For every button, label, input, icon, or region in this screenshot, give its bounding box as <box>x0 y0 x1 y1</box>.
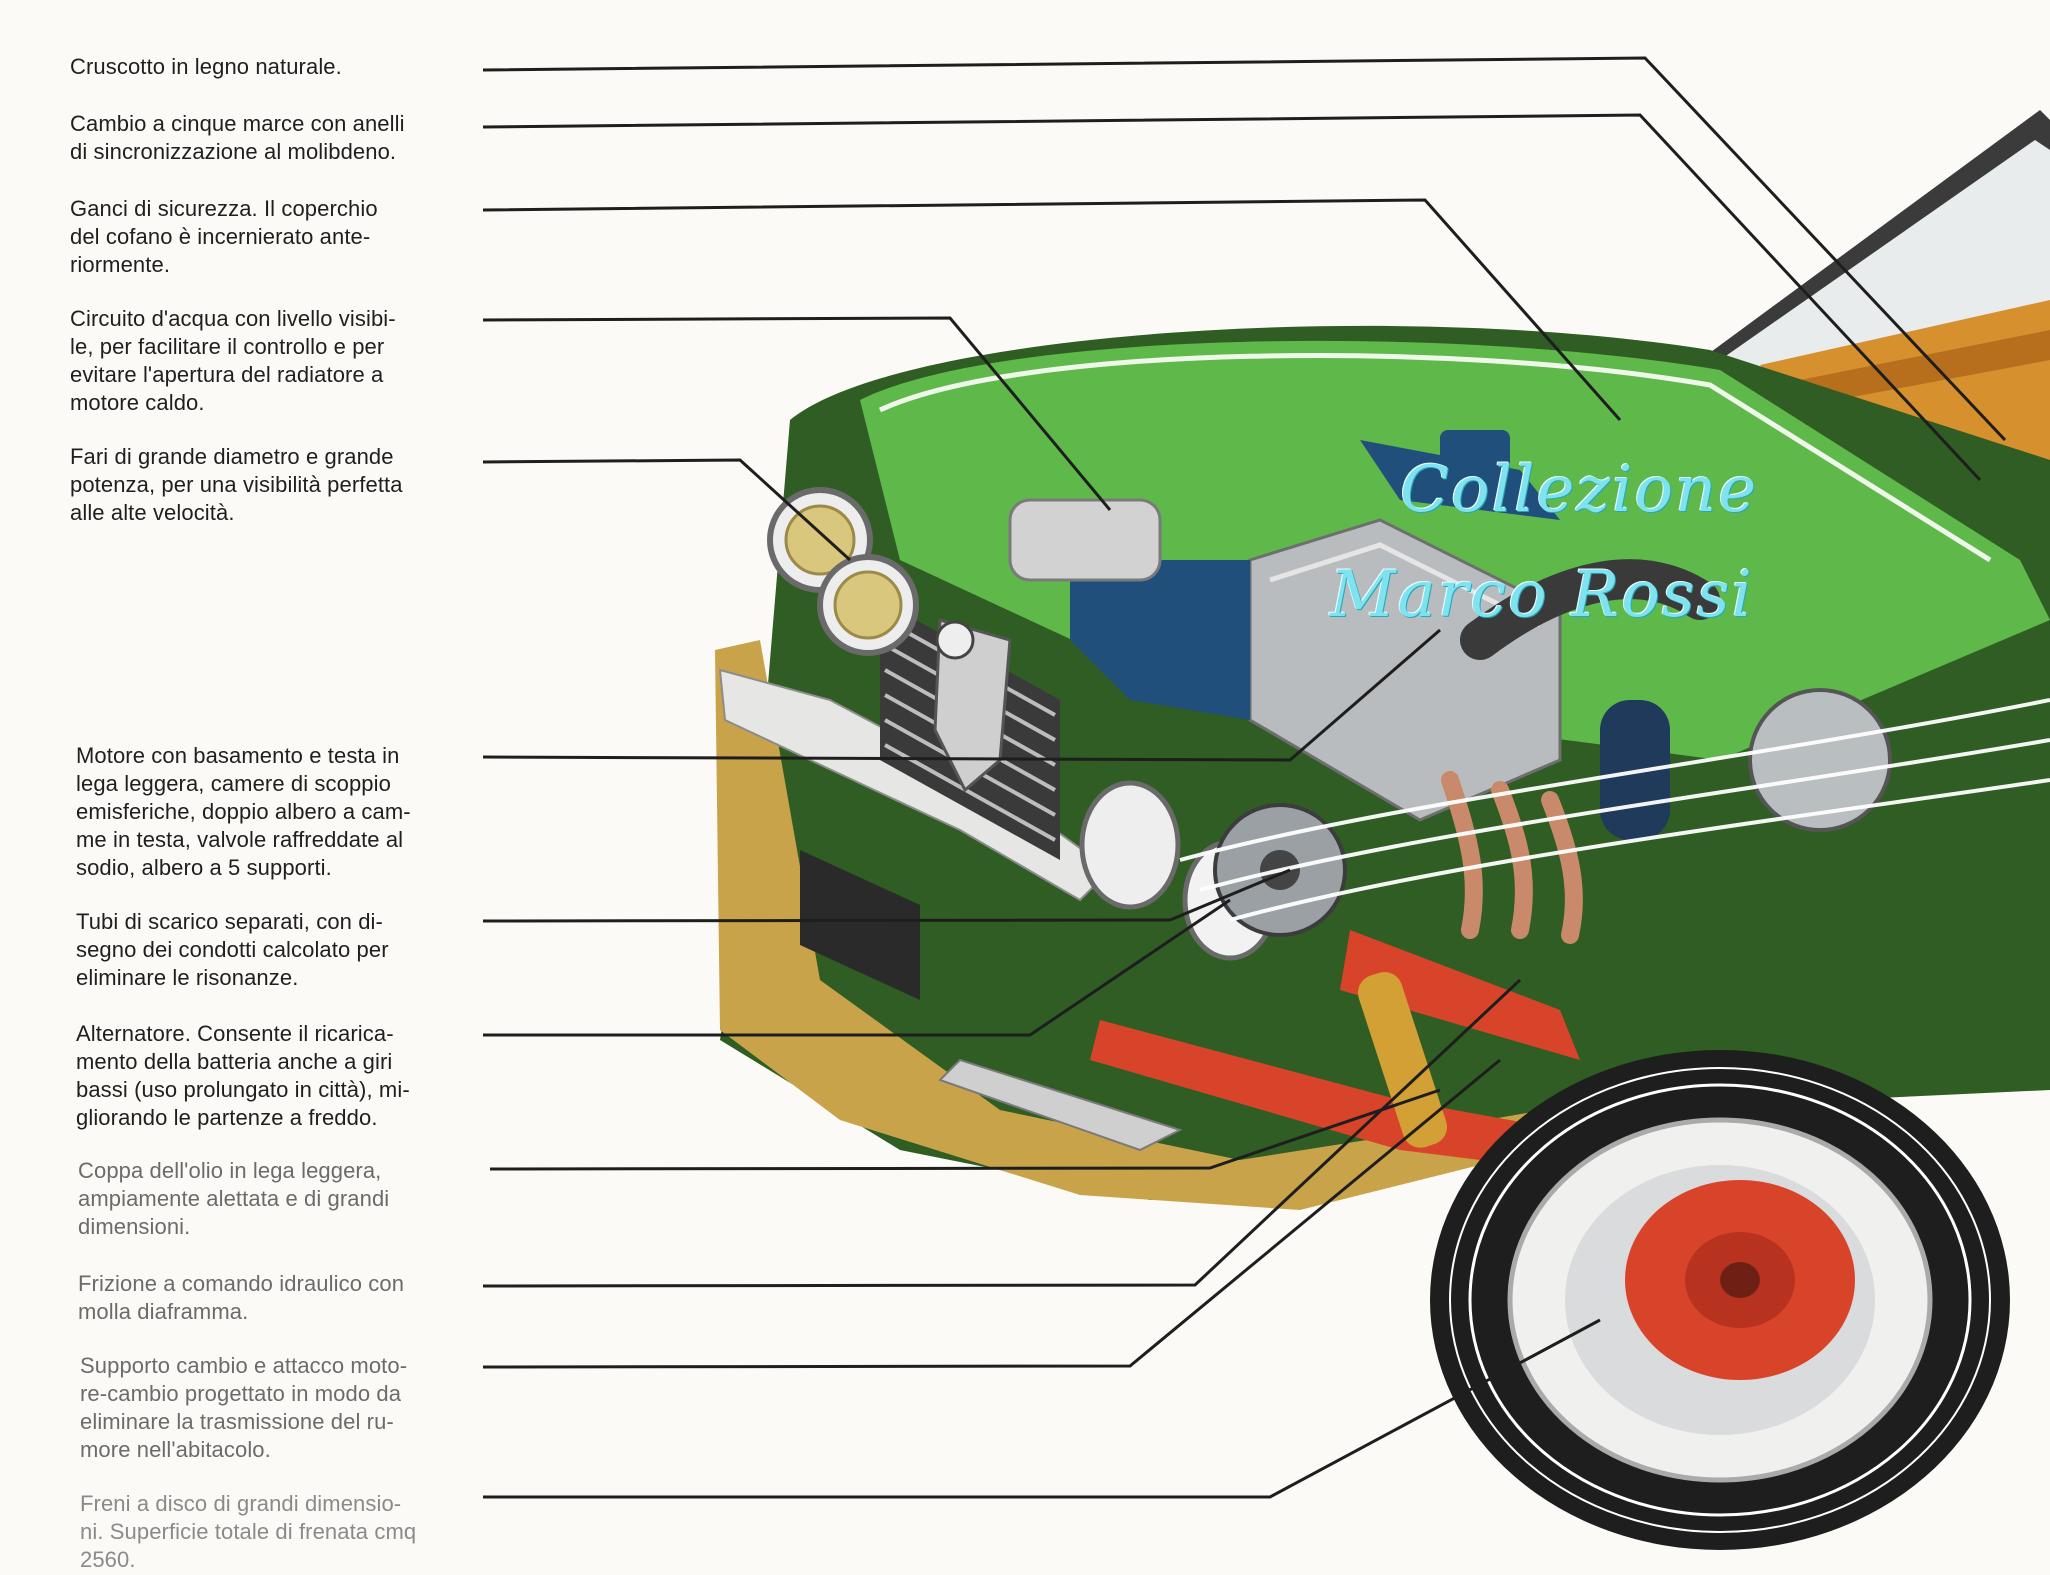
shield-grille <box>933 618 1012 793</box>
caption-disc-brakes: Freni a disco di grandi dimensio- ni. Su… <box>80 1491 417 1572</box>
water-reservoir <box>1008 498 1162 582</box>
license-plate <box>800 850 920 1000</box>
valve-cover-blue <box>1070 560 1250 720</box>
shock-absorber <box>1357 971 1448 1148</box>
caption-headlights: Fari di grande diametro e grande potenza… <box>70 444 403 525</box>
watermark-line-1: Collezione <box>1400 453 1759 527</box>
caption-alternator: Alternatore. Consente il ricarica- mento… <box>76 1021 410 1130</box>
caption-dashboard: Cruscotto in legno naturale. <box>70 54 342 79</box>
headlights <box>767 487 1278 961</box>
leader-lines <box>482 56 2007 1499</box>
front-wheel <box>1430 1050 2010 1550</box>
caption-water-circuit: Circuito d'acqua con livello visibi- le,… <box>70 306 396 415</box>
caption-exhaust: Tubi di scarico separati, con di- segno … <box>76 909 389 990</box>
caption-clutch: Frizione a comando idraulico con molla d… <box>78 1271 405 1324</box>
watermark-line-2: Marco Rossi <box>1330 558 1754 632</box>
caption-gearbox: Cambio a cinque marce con anelli di sinc… <box>70 111 405 164</box>
caption-gearbox-mount: Supporto cambio e attacco moto- re-cambi… <box>80 1353 408 1462</box>
caption-engine: Motore con basamento e testa in lega leg… <box>76 743 411 880</box>
battery-cap <box>1440 430 1510 490</box>
caption-hood-hooks: Ganci di sicurezza. Il coperchio del cof… <box>70 196 378 277</box>
caption-oil-sump: Coppa dell'olio in lega leggera, ampiame… <box>78 1158 390 1239</box>
badge <box>935 620 975 660</box>
air-intake <box>1460 559 1720 660</box>
